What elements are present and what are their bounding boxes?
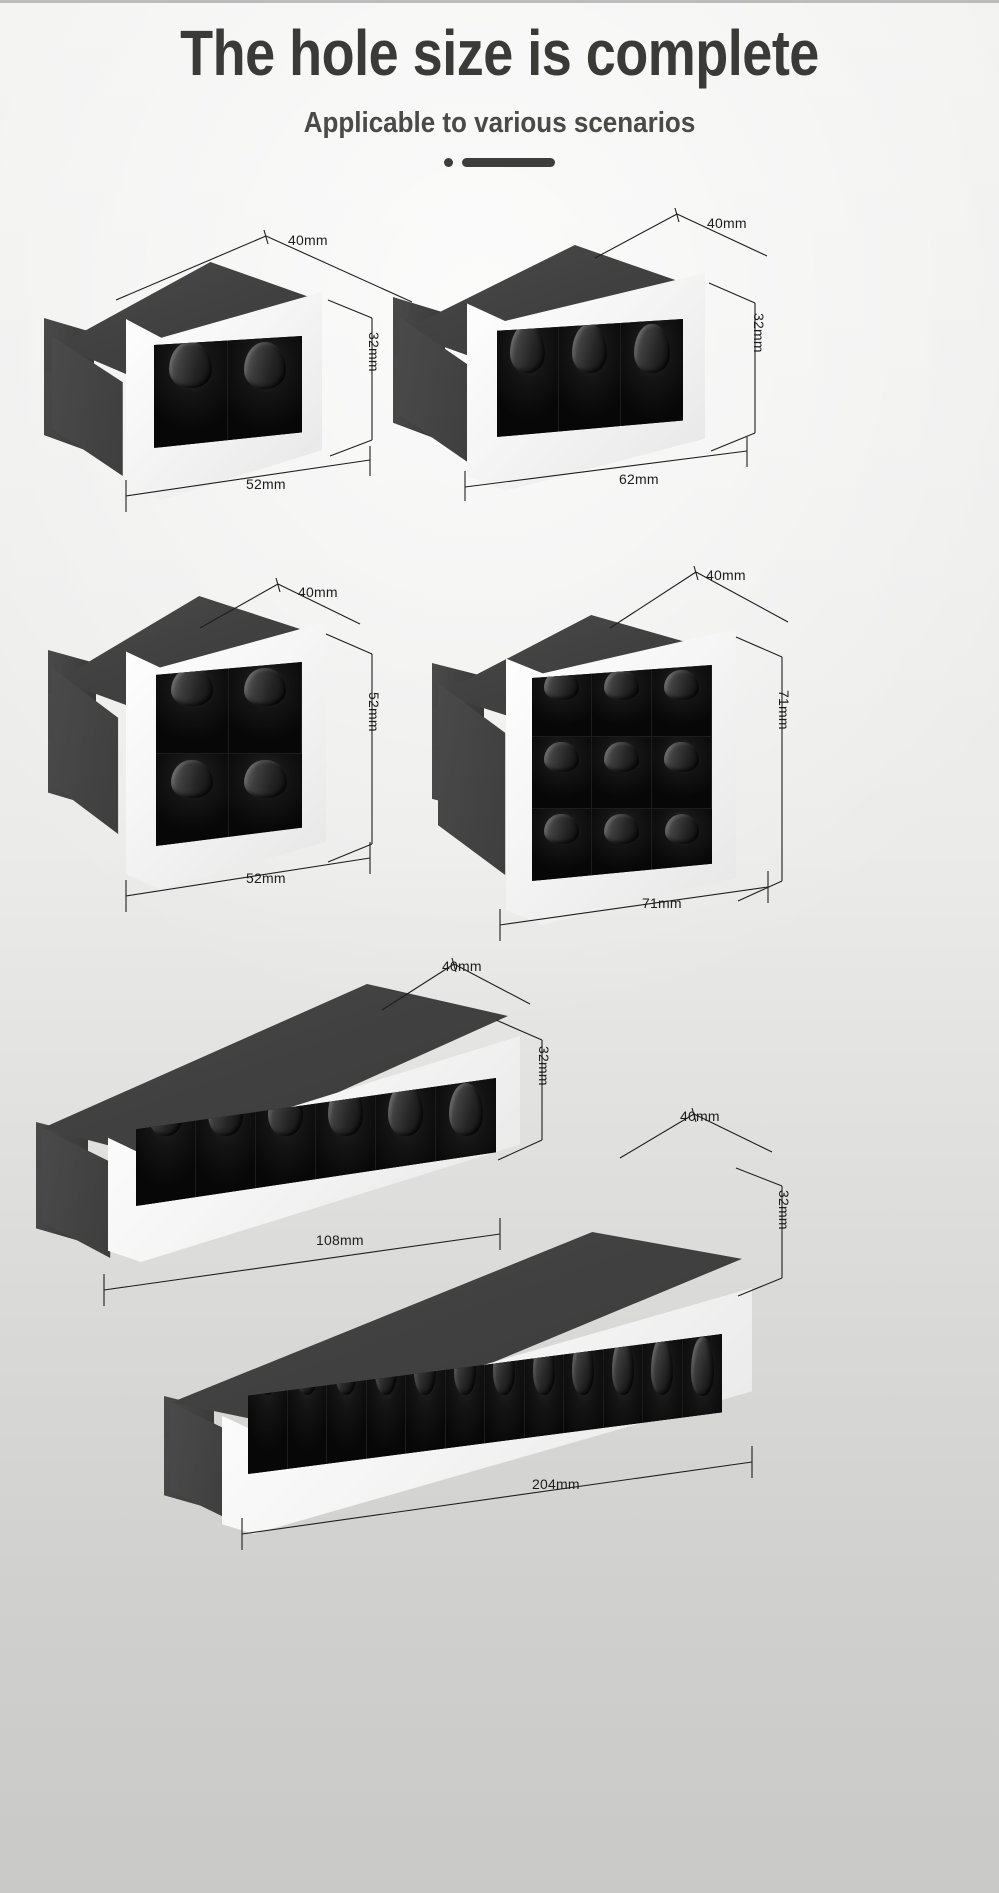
page-subtitle: Applicable to various scenarios (303, 105, 696, 139)
led-cell (621, 319, 683, 437)
page-title: The hole size is complete (180, 18, 819, 90)
product-grille-6-head-linear: 40mm 32mm 108mm (30, 957, 770, 1320)
led-cell (532, 737, 592, 809)
product-grille-4-head: 40mm 52mm 52mm (30, 577, 420, 940)
led-reflector-icon (664, 669, 699, 700)
led-cell (497, 319, 559, 437)
led-reflector-icon (611, 1337, 634, 1396)
led-cell (229, 754, 302, 846)
led-reflector-icon (244, 667, 286, 706)
product-grille-12-head-linear: 40mm 32mm 204mm (160, 1107, 990, 1560)
fixture-illustration (160, 1210, 780, 1550)
led-cell (532, 809, 592, 881)
led-reflector-icon (634, 323, 670, 374)
led-cell (603, 1334, 643, 1474)
product-grille-9-head: 40mm 71mm 71mm (420, 565, 820, 955)
product-grille-3-head: 40mm 32mm 62mm (385, 205, 825, 535)
dimension-depth-label: 40mm (680, 1108, 720, 1124)
fixture-illustration (30, 960, 550, 1290)
led-reflector-icon (448, 1082, 484, 1137)
led-cell (682, 1334, 722, 1474)
led-cell (248, 1334, 288, 1474)
led-reflector-icon (171, 667, 213, 706)
led-reflector-icon (171, 759, 213, 798)
led-reflector-icon (604, 741, 639, 772)
led-reflector-icon (509, 323, 546, 373)
led-reflector-icon (244, 759, 287, 799)
dot-bar-divider-icon (0, 158, 999, 168)
led-cell (564, 1334, 604, 1474)
divider-dot-icon (444, 158, 453, 168)
led-reflector-icon (243, 341, 287, 389)
led-cell (652, 737, 712, 809)
light-cavity (497, 319, 683, 437)
fixture-illustration (30, 580, 380, 930)
led-cell (652, 665, 712, 737)
led-cell (559, 319, 621, 437)
led-cell (643, 1334, 683, 1474)
led-reflector-icon (169, 341, 212, 389)
led-cell (592, 737, 652, 809)
led-cell (592, 665, 652, 737)
fixture-illustration (385, 205, 785, 525)
led-cell (229, 662, 302, 754)
led-reflector-icon (604, 813, 639, 844)
led-reflector-icon (604, 669, 639, 700)
led-reflector-icon (544, 741, 579, 772)
led-reflector-icon (651, 1337, 674, 1396)
led-reflector-icon (690, 1337, 714, 1396)
top-border-rule (0, 0, 999, 3)
led-reflector-icon (544, 813, 579, 844)
fixture-illustration (30, 240, 390, 530)
light-cavity (156, 662, 302, 846)
light-cavity (532, 665, 712, 881)
fixture-illustration (420, 565, 780, 945)
led-cell (592, 809, 652, 881)
divider-bar-icon (462, 158, 555, 168)
led-cell (154, 336, 228, 448)
header: The hole size is complete Applicable to … (0, 18, 999, 168)
led-cell (228, 336, 302, 448)
led-reflector-icon (664, 813, 700, 844)
led-reflector-icon (664, 741, 699, 772)
led-cell (156, 662, 229, 754)
light-cavity (154, 336, 302, 448)
led-cell (156, 754, 229, 846)
led-reflector-icon (571, 323, 608, 373)
product-grille-2-head: 40mm 32mm 52mm (30, 229, 430, 540)
